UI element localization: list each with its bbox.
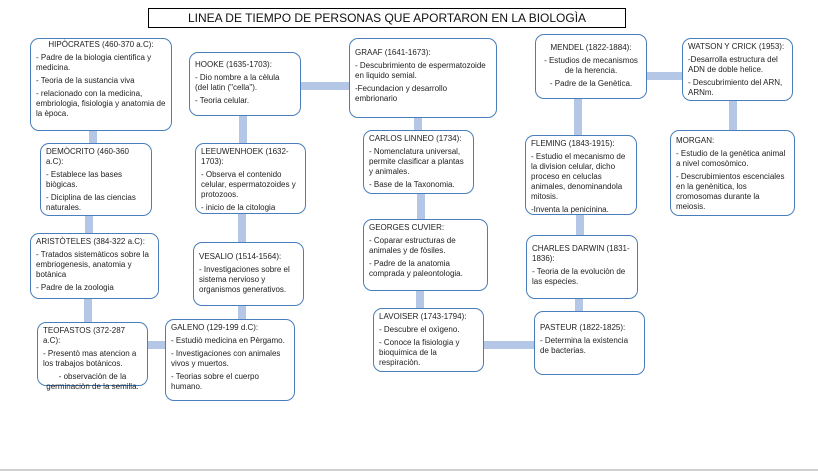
- node-hipocrates: HIPÒCRATES (460-370 a.C): - Padre de la …: [30, 38, 172, 131]
- node-linneo: CARLOS LINNEO (1734): - Nomenclatura uni…: [363, 130, 474, 194]
- connector: [575, 298, 583, 312]
- node-heading: CHARLES DARWIN (1831-1836):: [532, 244, 630, 263]
- node-darwin: CHARLES DARWIN (1831-1836): - Teoria de …: [526, 235, 638, 299]
- node-heading: GEORGES CUVIER:: [369, 223, 445, 232]
- node-heading: LAVOISER (1743-1794):: [379, 312, 467, 321]
- node-line: - Descubrimiento de espermatozoide en li…: [355, 61, 486, 80]
- connector: [576, 214, 584, 236]
- connector: [146, 341, 166, 349]
- node-line: - Padre de la zoologia: [36, 283, 114, 292]
- node-heading: GRAAF (1641-1673):: [355, 48, 431, 57]
- node-fleming: FLEMING (1843-1915): - Estudio el mecani…: [525, 135, 637, 215]
- node-line: - Padre de la anatomia comprada y paleon…: [369, 259, 463, 278]
- node-line: - observaciòn de la germinaciòn de la se…: [46, 372, 139, 391]
- node-galeno: GALENO (129-199 d.C): - Estudiò medicina…: [165, 319, 295, 401]
- node-line: - Teoria celular.: [195, 96, 250, 105]
- connector: [574, 98, 582, 136]
- node-line: - Teoria de la sustancia viva: [36, 76, 135, 85]
- node-heading: HIPÒCRATES (460-370 a.C):: [48, 40, 154, 49]
- node-heading: DEMÒCRITO (460-360 a.C):: [46, 147, 129, 166]
- node-teofastos: TEOFASTOS (372-287 a.C): - Presentò mas …: [37, 322, 148, 391]
- connector: [483, 341, 535, 349]
- connector: [239, 115, 247, 144]
- node-line: - Padre de la Genètica.: [549, 79, 633, 88]
- node-line: - Padre de la biologia cientifica y medi…: [36, 53, 152, 72]
- node-leeuwenhoek: LEEUWENHOEK (1632-1703): - Observa el co…: [195, 143, 306, 214]
- node-line: - Determina la existencia de bacterias.: [540, 336, 629, 355]
- node-line: - Observa el contenido celular, espermat…: [201, 170, 296, 199]
- node-heading: PASTEUR (1822-1825):: [540, 323, 626, 332]
- connector: [729, 100, 737, 131]
- node-line: - Investigaciones con animales vivos y m…: [171, 349, 281, 368]
- node-heading: GALENO (129-199 d.C):: [171, 323, 259, 332]
- node-line: - Investigaciones sobre el sistema nervi…: [199, 265, 290, 294]
- connector: [84, 298, 92, 323]
- connector: [238, 213, 246, 243]
- node-heading: ARISTÒTELES (384-322 a.C):: [36, 237, 145, 246]
- node-line: - Descubrimiento del ARN, ARNm.: [688, 78, 783, 97]
- node-line: - Descrubimientos escenciales en la genè…: [676, 172, 785, 211]
- node-line: - inicio de la citologia: [201, 203, 276, 212]
- node-line: - relacionado con la medicina, embriolog…: [36, 89, 166, 118]
- node-line: - Teoria de la evoluciòn de las especies…: [532, 267, 626, 286]
- connector: [417, 193, 425, 220]
- diagram-title: LINEA DE TIEMPO DE PERSONAS QUE APORTARO…: [148, 8, 626, 28]
- node-line: - Diciplina de las ciencias naturales.: [46, 193, 136, 212]
- page-divider: [0, 469, 818, 471]
- node-line: - Descubre el oxìgeno.: [379, 325, 460, 334]
- node-line: - Nomenclatura universal, permite clasif…: [369, 147, 464, 176]
- node-line: - Teorias sobre el cuerpo humano.: [171, 372, 259, 391]
- node-heading: CARLOS LINNEO (1734):: [369, 134, 462, 143]
- node-heading: VESALIO (1514-1564):: [199, 252, 282, 261]
- node-heading: MORGAN:: [676, 136, 715, 145]
- node-line: - Conoce la fisiologia y bioquimica de l…: [379, 338, 460, 367]
- node-cuvier: GEORGES CUVIER: - Coparar estructuras de…: [363, 219, 488, 291]
- node-line: - Tratados sistemàticos sobre la embriog…: [36, 250, 149, 279]
- connector: [414, 117, 422, 131]
- node-hooke: HOOKE (1635-1703): - Dio nombre a la cèl…: [189, 52, 301, 116]
- node-line: -Fecundacion y desarrollo embrionario: [355, 84, 448, 103]
- node-line: - Estudio el mecanismo de la division ce…: [531, 152, 626, 201]
- connector: [85, 215, 93, 234]
- node-line: - Base de la Taxonomia.: [369, 180, 455, 189]
- node-line: - Presentò mas atencion a los trabajos b…: [43, 349, 137, 368]
- node-heading: WATSON Y CRICK (1953):: [688, 42, 785, 51]
- node-heading: HOOKE (1635-1703):: [195, 60, 272, 69]
- connector: [416, 290, 424, 309]
- connector: [89, 130, 97, 144]
- node-heading: FLEMING (1843-1915):: [531, 139, 615, 148]
- node-line: - Estudio de la genètica animal a nivel …: [676, 149, 786, 168]
- node-graaf: GRAAF (1641-1673): - Descubrimiento de e…: [349, 38, 497, 118]
- node-lavoiser: LAVOISER (1743-1794): - Descubre el oxìg…: [373, 308, 484, 372]
- node-watson: WATSON Y CRICK (1953): -Desarrolla estru…: [682, 38, 793, 101]
- node-heading: TEOFASTOS (372-287 a.C):: [43, 326, 126, 345]
- connector: [646, 72, 683, 80]
- node-morgan: MORGAN: - Estudio de la genètica animal …: [670, 130, 795, 216]
- node-line: - Dio nombre a la cèlula (del latin ("ce…: [195, 73, 280, 92]
- node-heading: MENDEL (1822-1884):: [550, 43, 632, 52]
- node-vesalio: VESALIO (1514-1564): - Investigaciones s…: [193, 242, 304, 306]
- node-line: -Inventa la penicinina.: [531, 205, 609, 214]
- node-line: - Estudios de mecanismos de la herencia.: [544, 56, 638, 75]
- connector: [299, 82, 350, 90]
- node-heading: LEEUWENHOEK (1632-1703):: [201, 147, 289, 166]
- node-line: -Desarrolla estructura del ADN de doble …: [688, 55, 778, 74]
- node-pasteur: PASTEUR (1822-1825): - Determina la exis…: [534, 311, 645, 375]
- node-line: - Establece las bases biògicas.: [46, 170, 123, 189]
- node-democrito: DEMÒCRITO (460-360 a.C): - Establece las…: [40, 143, 152, 216]
- node-aristoteles: ARISTÒTELES (384-322 a.C): - Tratados si…: [30, 233, 159, 299]
- node-mendel: MENDEL (1822-1884): - Estudios de mecani…: [535, 34, 647, 99]
- node-line: - Coparar estructuras de animales y de f…: [369, 236, 456, 255]
- connector: [238, 305, 246, 320]
- node-line: - Estudiò medicina en Pèrgamo.: [171, 336, 285, 345]
